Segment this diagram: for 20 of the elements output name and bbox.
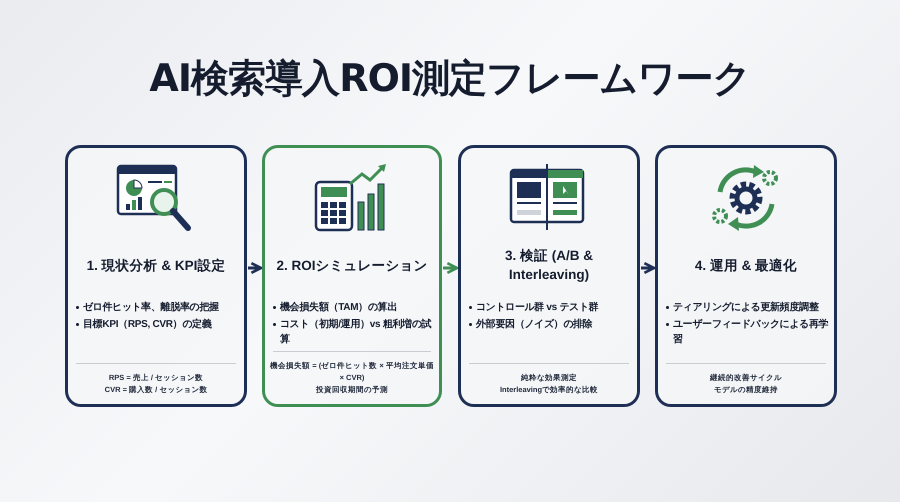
step-card [458,145,640,407]
step-heading: 4. 運用 & 最適化 [694,256,798,275]
title: AI検索導入ROI測定フレームワーク [149,55,751,102]
bullet-text: 目標KPI（RPS, CVR）の定義 [76,317,240,332]
step-card [655,145,837,407]
bullet-text: 機会損失額（TAM）の算出 [273,300,435,315]
step-card [262,145,442,407]
bullet-text: コスト（初期/運用）vs 粗利増の試算 [273,317,435,347]
bullet-text: 外部要因（ノイズ）の排除 [469,317,633,332]
bullet-text: ティアリングによる更新頻度調整 [666,300,830,315]
arrow [641,262,656,274]
step-heading: 2. ROIシミュレーション [276,256,428,275]
bullet-text: コントロール群 vs テスト群 [469,300,633,315]
step-heading: 1. 現状分析 & KPI設定 [86,256,226,275]
arrow [248,262,262,274]
bullet-text: ゼロ件ヒット率、離脱率の把握 [76,300,240,315]
step-card [65,145,247,407]
bullet-text: ユーザーフィードバックによる再学習 [666,317,830,347]
arrow [443,262,458,274]
step-heading: 3. 検証 (A/B & Interleaving) [504,247,594,284]
